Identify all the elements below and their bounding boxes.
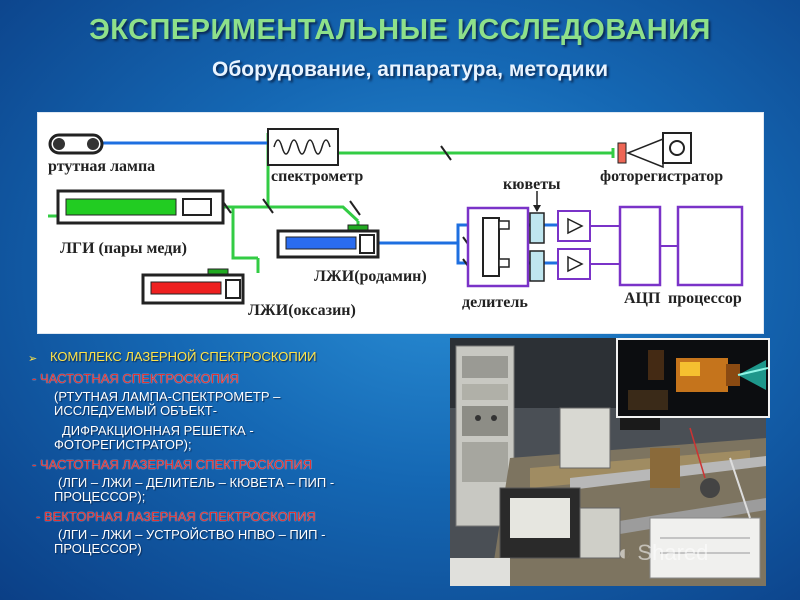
section-frequency-line-3: ДИФРАКЦИОННАЯ РЕШЕТКА -: [62, 423, 254, 438]
cuvettes: [529, 191, 545, 282]
inset-illustration: [618, 340, 768, 416]
section-vector-line-2: ПРОЦЕССОР): [54, 541, 142, 556]
section-laser-title: - ЧАСТОТНАЯ ЛАЗЕРНАЯ СПЕКТРОСКОПИЯ: [32, 457, 313, 472]
watermark-logo: ◐ Shared: [618, 540, 708, 566]
section-vector-title: - ВЕКТОРНАЯ ЛАЗЕРНАЯ СПЕКТРОСКОПИЯ: [36, 509, 316, 524]
label-lzhi-oxazine: ЛЖИ(оксазин): [248, 302, 356, 319]
label-lgi: ЛГИ (пары меди): [60, 240, 187, 257]
divider-block: [466, 206, 530, 288]
label-mercury-lamp: ртутная лампа: [48, 158, 156, 175]
label-adc: АЦП: [624, 290, 661, 307]
label-divider: делитель: [462, 294, 528, 311]
section-laser-line-1: (ЛГИ – ЛЖИ – ДЕЛИТЕЛЬ – КЮВЕТА – ПИП -: [58, 475, 335, 490]
photodetectors: [557, 210, 591, 280]
section-frequency-line-2: ИССЛЕДУЕМЫЙ ОБЪЕКТ-: [54, 403, 218, 418]
mercury-lamp: [48, 133, 104, 155]
label-cuvettes: кюветы: [503, 176, 561, 193]
adc-processor-blocks: [590, 205, 744, 287]
bullet-arrow-icon: ➢: [28, 353, 38, 365]
section-vector-line-1: (ЛГИ – ЛЖИ – УСТРОЙСТВО НПВО – ПИП -: [58, 527, 326, 542]
complex-heading: КОМПЛЕКС ЛАЗЕРНОЙ СПЕКТРОСКОПИИ: [50, 349, 317, 364]
setup-diagram: ртутная лампа спектрометр фоторегистрато…: [37, 112, 764, 334]
label-spectrometer: спектрометр: [271, 168, 364, 185]
watermark-text: Shared: [637, 540, 709, 565]
slide-title: ЭКСПЕРИМЕНТАЛЬНЫЕ ИССЛЕДОВАНИЯ: [89, 14, 711, 46]
photoregistrator-device: [617, 132, 692, 169]
laser-inset-photo: [616, 338, 770, 418]
slide-subtitle: Оборудование, аппаратура, методики: [211, 58, 609, 81]
section-frequency-title: - ЧАСТОТНАЯ СПЕКТРОСКОПИЯ: [32, 371, 239, 386]
lgi-laser: [56, 189, 225, 225]
section-laser-line-2: ПРОЦЕССОР);: [54, 489, 146, 504]
lzhi-oxazine-laser: [141, 268, 245, 305]
label-lzhi-rhodamine: ЛЖИ(родамин): [314, 268, 427, 285]
spectrometer-box: [267, 128, 339, 166]
diagram-drawing: [48, 128, 744, 305]
section-frequency-line-4: ФОТОРЕГИСТРАТОР);: [54, 437, 192, 452]
label-processor: процессор: [668, 290, 742, 307]
green-beams: [48, 148, 615, 273]
lzhi-rhodamine-laser: [276, 224, 380, 259]
watermark-logo-icon: ◐: [618, 540, 632, 565]
label-photoregistrator: фоторегистратор: [600, 168, 724, 185]
section-frequency-line-1: (РТУТНАЯ ЛАМПА-СПЕКТРОМЕТР –: [54, 389, 281, 404]
